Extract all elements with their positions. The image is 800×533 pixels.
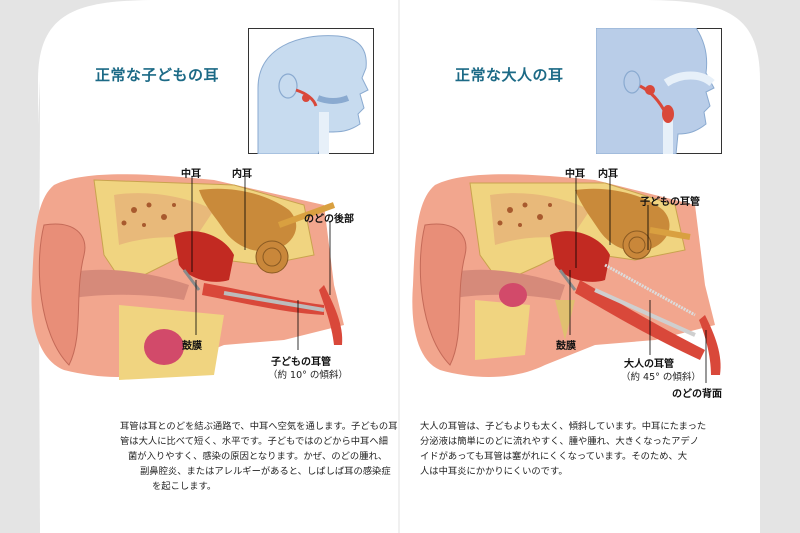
adult-ear-illustration [412,174,721,377]
label-child-tube-reference: 子どもの耳管 [640,197,700,208]
right-paragraph-line-2: 分泌液は簡単にのどに流れやすく、腫や腫れ、大きくなったアデノ [420,436,699,447]
right-paragraph-line-1: 大人の耳管は、子どもよりも太く、傾斜しています。中耳にたまった [420,421,707,432]
label-eardrum: 鼓膜 [182,341,202,352]
adult-head-inset [596,28,722,154]
label-adult-throat-back: のどの背面 [672,389,722,400]
label-adult-eustachian-tube: 大人の耳管 [624,359,674,370]
label-adult-eardrum: 鼓膜 [556,341,576,352]
child-head-inset [248,28,374,154]
left-paragraph-line-5: を起こします。 [152,481,217,492]
label-adult-middle-ear: 中耳 [565,169,585,180]
label-throat-back: のどの後部 [304,214,354,225]
right-paragraph-line-4: 人は中耳炎にかかりにくいのです。 [420,466,568,477]
label-middle-ear: 中耳 [181,169,201,180]
right-paragraph-line-3: イドがあっても耳管は塞がれにくくなっています。そのため、大 [420,451,688,462]
right-panel-title: 正常な大人の耳 [455,66,564,84]
label-child-tube-angle: （約 10° の傾斜） [268,370,348,381]
left-paragraph-line-3: 菌が入りやすく、感染の原因となります。かぜ、のどの腫れ、 [128,451,388,462]
label-inner-ear: 内耳 [232,169,252,180]
label-adult-tube-angle: （約 45° の傾斜） [621,372,701,383]
child-ear-illustration [31,174,345,380]
left-paragraph-line-1: 耳管は耳とのどを結ぶ通路で、中耳へ空気を通します。子どもの耳 [120,421,398,432]
left-panel-title: 正常な子どもの耳 [95,66,220,84]
label-adult-inner-ear: 内耳 [598,169,618,180]
left-paragraph-line-4: 副鼻腔炎、またはアレルギーがあると、しばしば耳の感染症 [140,466,391,477]
left-paragraph-line-2: 管は大人に比べて短く、水平です。子どもではのどから中耳へ細 [120,436,388,447]
label-child-eustachian-tube: 子どもの耳管 [271,357,331,368]
